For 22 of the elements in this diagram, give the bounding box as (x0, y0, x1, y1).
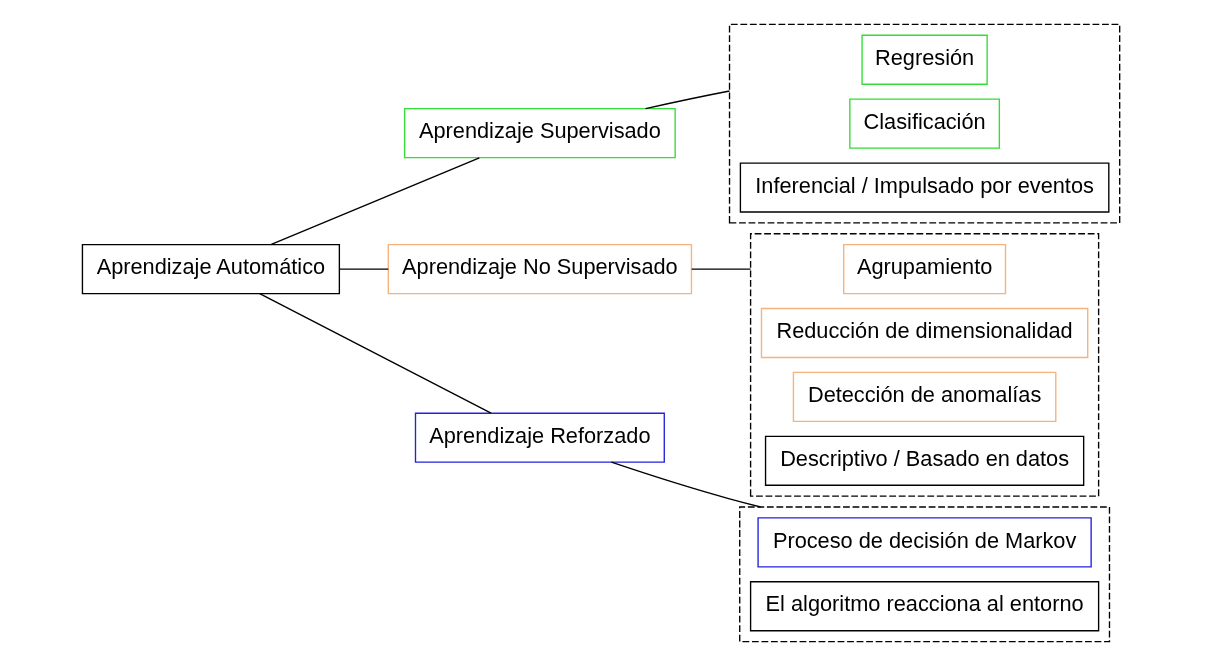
node-box: El algoritmo reacciona al entorno (749, 581, 1099, 632)
node-box: Proceso de decisión de Markov (756, 517, 1092, 568)
node-box: Aprendizaje No Supervisado (387, 243, 692, 295)
connector (338, 268, 389, 270)
node-box: Reducción de dimensionalidad (760, 307, 1088, 359)
node-box: Agrupamiento (842, 243, 1006, 295)
connector (610, 461, 761, 508)
cluster (728, 23, 1120, 224)
connector (258, 292, 492, 414)
node-box: Inferencial / Impulsado por eventos (739, 162, 1109, 213)
connector (644, 90, 730, 110)
cluster (738, 506, 1110, 643)
node-box: Clasificación (848, 98, 1000, 149)
node-box: Regresión (860, 34, 988, 85)
node-box: Aprendizaje Supervisado (403, 108, 676, 159)
connector (270, 157, 480, 246)
node-box: Aprendizaje Reforzado (414, 412, 665, 463)
node-box: Detección de anomalías (792, 371, 1056, 423)
cluster (749, 233, 1099, 497)
node-box: Descriptivo / Basado en datos (764, 435, 1084, 486)
connector (690, 268, 751, 270)
node-box: Aprendizaje Automático (81, 243, 340, 295)
